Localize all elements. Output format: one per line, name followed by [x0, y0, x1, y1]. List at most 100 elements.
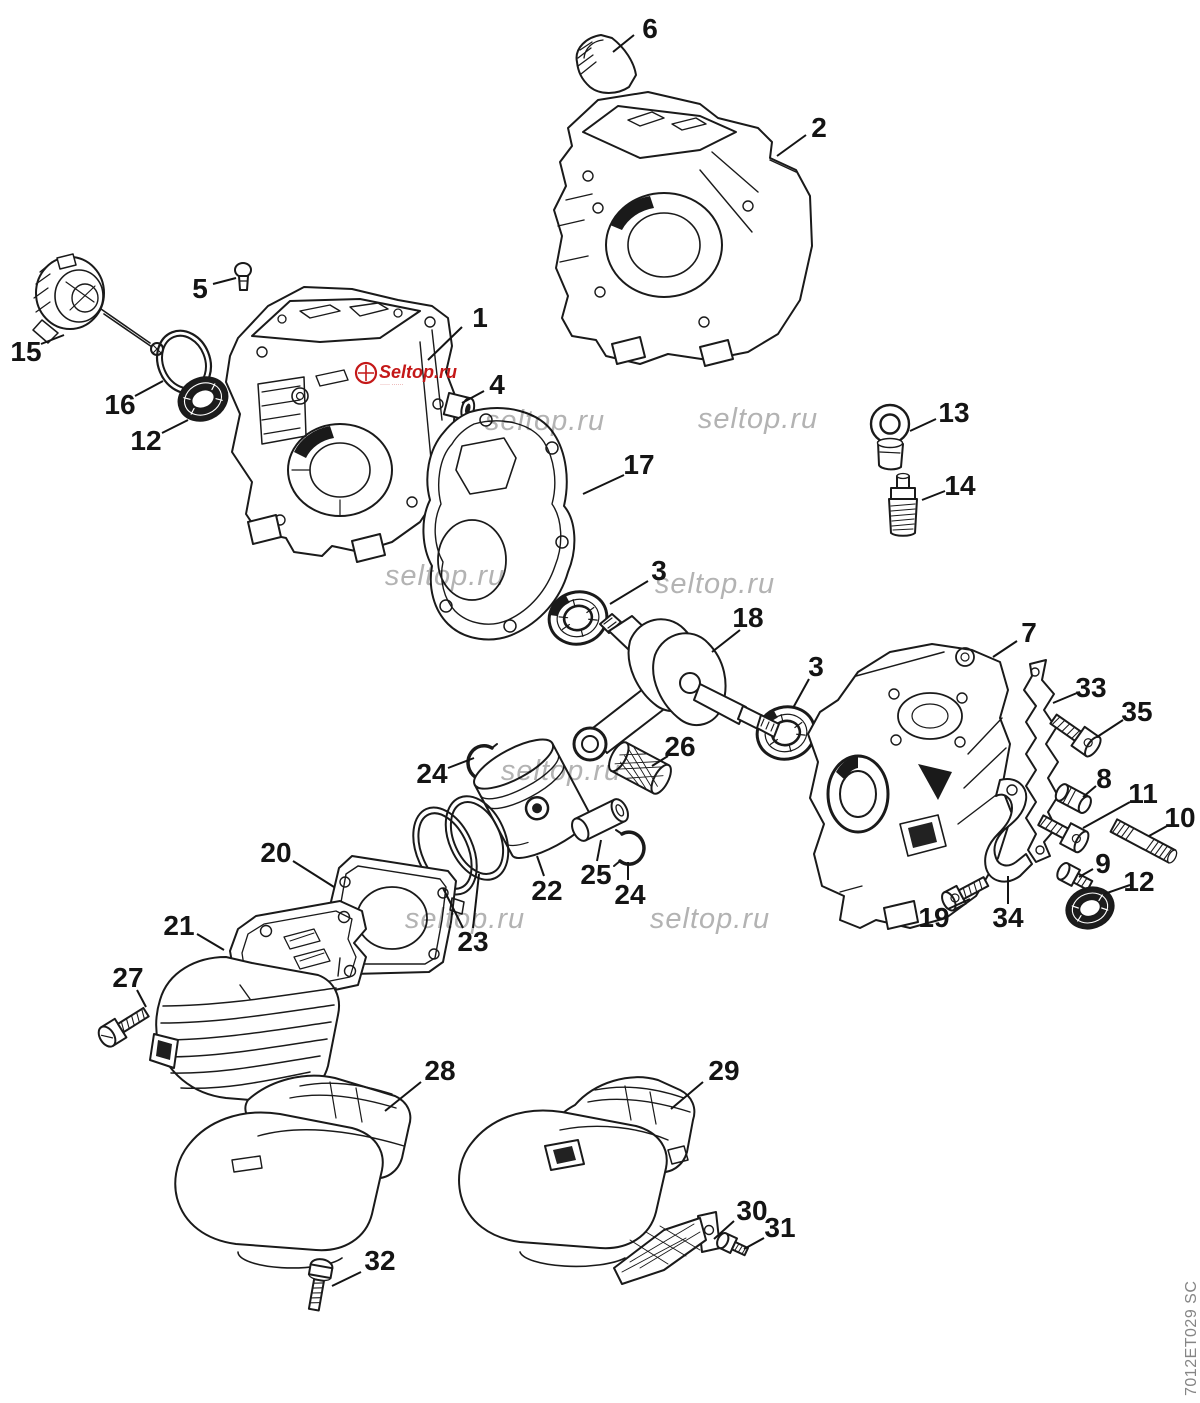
callout-leader-line	[472, 873, 480, 929]
part-27-screw	[97, 1006, 150, 1048]
watermark-text: seltop.ru	[655, 568, 775, 600]
part-callout-7: 7	[1021, 617, 1037, 648]
part-callout-3: 3	[808, 651, 824, 682]
part-callout-12: 12	[1123, 866, 1154, 897]
part-callout-23: 23	[457, 926, 488, 957]
callout-leader-line	[136, 989, 147, 1008]
callout-leader-line	[1096, 719, 1124, 738]
part-15-oil-pump	[32, 253, 164, 356]
callout-leader-line	[776, 134, 807, 157]
part-6-deflector	[575, 34, 637, 94]
callout-leader-line	[1078, 868, 1094, 878]
part-28-muffler	[174, 1074, 412, 1269]
part-callout-26: 26	[664, 731, 695, 762]
brand-logo-icon	[354, 361, 378, 385]
part-18-crankshaft	[572, 613, 780, 762]
part-callout-13: 13	[938, 397, 969, 428]
part-callout-4: 4	[489, 369, 505, 400]
part-11-screw	[1037, 814, 1090, 854]
part-10-stud	[1109, 818, 1178, 864]
part-callout-33: 33	[1075, 672, 1106, 703]
callout-leader-line	[711, 629, 741, 653]
part-callout-14: 14	[944, 470, 976, 501]
brand-logo-subtext: ····· ······	[380, 382, 404, 388]
drawing-code: 7012ET029 SC	[1183, 1281, 1200, 1396]
part-callout-17: 17	[623, 449, 654, 480]
part-callout-1: 1	[472, 302, 488, 333]
part-callout-2: 2	[811, 112, 827, 143]
part-callout-35: 35	[1121, 696, 1152, 727]
brand-logo: Seltop.ru····· ······	[354, 361, 457, 388]
part-callout-34: 34	[992, 902, 1024, 933]
watermark-text: seltop.ru	[698, 403, 818, 435]
part-callout-20: 20	[260, 837, 291, 868]
part-29-muffler	[458, 1076, 696, 1268]
callout-leader-line	[792, 678, 810, 709]
part-callout-15: 15	[10, 336, 41, 367]
callout-leader-line	[40, 334, 65, 345]
part-32-screw	[307, 1258, 334, 1312]
part-callout-32: 32	[364, 1245, 395, 1276]
watermark-text: seltop.ru	[485, 405, 605, 437]
callout-leader-line	[447, 757, 475, 769]
part-35-screw	[1049, 713, 1102, 758]
part-callout-10: 10	[1164, 802, 1195, 833]
part-callout-24: 24	[416, 758, 448, 789]
callout-leader-line	[992, 640, 1018, 658]
callout-leader-line	[134, 380, 164, 397]
part-20-cylinder-gasket	[329, 855, 465, 975]
part-30-spark-arrester-screen	[613, 1211, 721, 1285]
part-callout-27: 27	[112, 962, 143, 993]
part-19-screw	[941, 876, 990, 912]
part-callout-12: 12	[130, 425, 161, 456]
callout-leader-line	[1103, 884, 1131, 895]
callout-leader-line	[196, 933, 225, 951]
part-23-piston-rings	[412, 795, 510, 896]
part-callout-19: 19	[918, 902, 949, 933]
callout-leader-line	[670, 1081, 704, 1110]
watermark-text: seltop.ru	[501, 755, 621, 787]
callout-leader-line	[921, 490, 946, 501]
part-callout-31: 31	[764, 1212, 795, 1243]
callout-leader-line	[609, 580, 649, 605]
part-callout-18: 18	[732, 602, 763, 633]
part-5-vent-valve	[234, 262, 252, 291]
callout-leader-line	[582, 474, 625, 495]
part-17-crankcase-gasket	[422, 407, 576, 641]
part-callout-11: 11	[1128, 778, 1158, 809]
part-callout-30: 30	[736, 1195, 767, 1226]
callout-leader-line	[442, 887, 464, 929]
callout-leader-line	[947, 898, 971, 910]
brand-logo-text: Seltop.ru	[379, 362, 457, 382]
callout-leader-line	[1082, 785, 1097, 798]
part-callout-9: 9	[1095, 848, 1111, 879]
callout-leader-line	[461, 390, 485, 404]
watermark-text: seltop.ru	[650, 903, 770, 935]
part-callout-22: 22	[531, 875, 562, 906]
part-callout-5: 5	[192, 273, 208, 304]
callout-leader-line	[212, 277, 237, 285]
callout-leader-line	[384, 1081, 422, 1112]
part-callout-24: 24	[614, 879, 646, 910]
part-number-callouts: 1233456789101112121314151617181920212223…	[10, 13, 1196, 1287]
part-7-crankcase-half	[807, 643, 1013, 930]
part-33-baffle-strip	[1023, 659, 1059, 863]
watermark-text: seltop.ru	[385, 560, 505, 592]
part-24-circlip	[613, 829, 646, 867]
callout-leader-line	[743, 1237, 765, 1250]
part-callout-29: 29	[708, 1055, 739, 1086]
part-1-crankcase-half	[225, 286, 457, 563]
part-callout-6: 6	[642, 13, 658, 44]
callout-leader-line	[909, 418, 937, 432]
part-callout-8: 8	[1096, 763, 1112, 794]
part-8-plug	[1054, 783, 1092, 814]
callout-leader-line	[1148, 825, 1168, 837]
part-22-piston	[473, 738, 592, 859]
part-callout-25: 25	[580, 859, 611, 890]
watermark-text: seltop.ru	[405, 903, 525, 935]
part-callout-21: 21	[163, 910, 194, 941]
part-12-oil-seal	[177, 376, 229, 422]
part-31-screw	[716, 1232, 750, 1257]
part-12-oil-seal	[1065, 886, 1115, 930]
